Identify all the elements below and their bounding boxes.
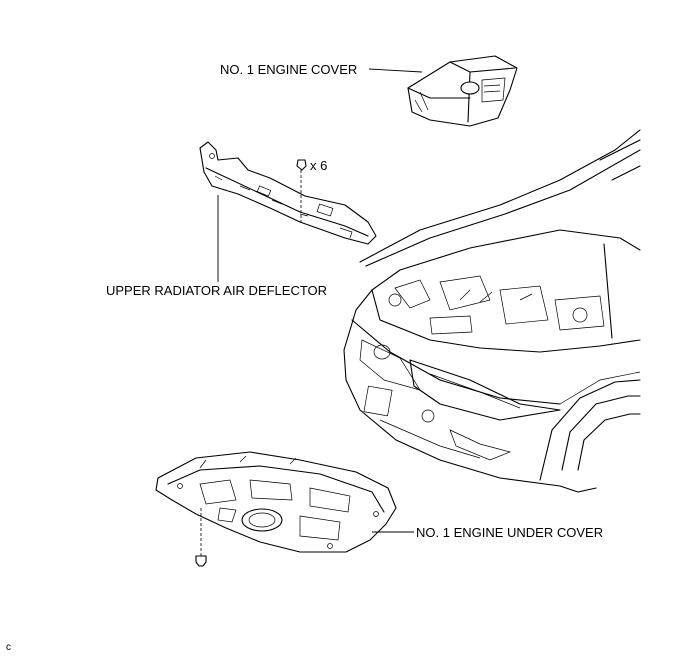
air-deflector-label: UPPER RADIATOR AIR DEFLECTOR	[106, 283, 328, 298]
engine-cover-label: NO. 1 ENGINE COVER	[220, 62, 358, 77]
clip-illustration	[296, 159, 307, 222]
corner-code: C	[6, 642, 11, 653]
car-illustration	[343, 129, 641, 493]
bolt-illustration	[195, 508, 207, 567]
engine-cover-illustration	[407, 55, 518, 127]
clip-quantity-label: x 6	[310, 158, 328, 173]
engine-cover-leader	[368, 68, 423, 73]
under-cover-illustration	[155, 451, 397, 553]
air-deflector-illustration	[199, 141, 377, 245]
under-cover-label: NO. 1 ENGINE UNDER COVER	[416, 525, 604, 540]
